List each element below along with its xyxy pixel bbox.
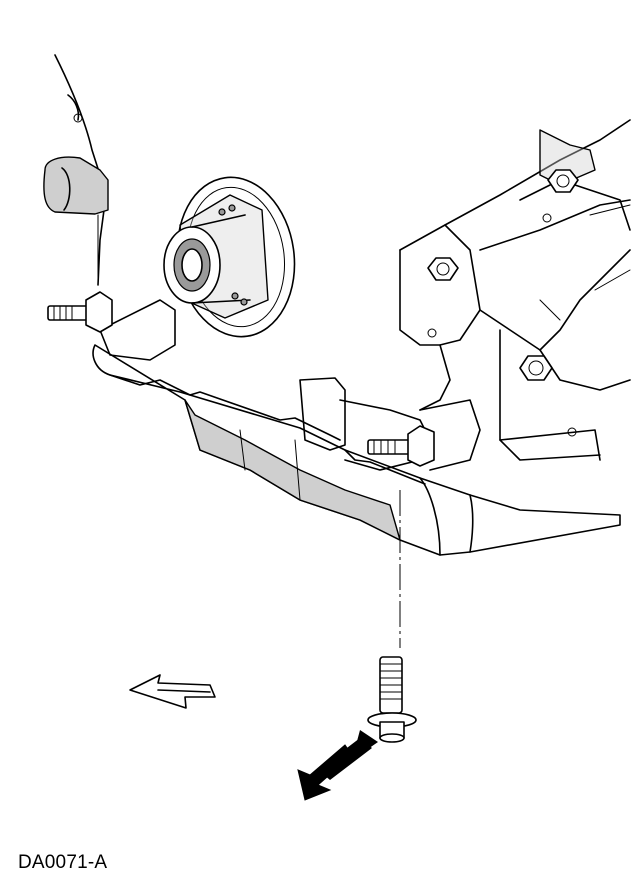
engine-block-right bbox=[399, 119, 631, 461]
front-direction-arrow bbox=[129, 674, 216, 709]
left-stud bbox=[47, 291, 113, 333]
crankshaft-pulley bbox=[163, 176, 296, 338]
block-bolts bbox=[427, 169, 579, 437]
bolt-upper bbox=[547, 169, 579, 193]
right-stud bbox=[367, 425, 435, 467]
oil-pan bbox=[92, 344, 621, 556]
oil-pan-bolt bbox=[367, 656, 417, 743]
figure-caption: DA0071-A bbox=[18, 852, 108, 873]
engine-block-left bbox=[43, 54, 109, 286]
bolt-middle-block bbox=[519, 355, 553, 381]
indicator-arrow bbox=[297, 730, 378, 801]
bolt-left-block bbox=[427, 257, 459, 281]
